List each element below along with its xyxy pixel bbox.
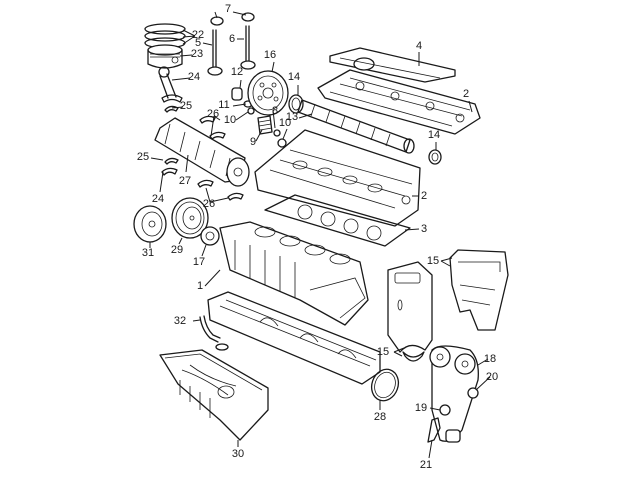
callout-number[interactable]: 10 (224, 114, 236, 126)
leader-lines (149, 11, 491, 459)
callout-number[interactable]: 24 (152, 193, 164, 205)
callout-number[interactable]: 11 (218, 99, 229, 111)
camshaft-housing-part (317, 69, 481, 135)
callout-number[interactable]: 6 (229, 33, 235, 45)
crank-timing-pulley-part (445, 429, 461, 443)
main-bearing-part (209, 131, 226, 140)
callout-number[interactable]: 2 (421, 190, 427, 202)
timing-cover-rear-part (449, 249, 509, 331)
callout-number[interactable]: 3 (421, 223, 427, 235)
bearing-shell-part (164, 105, 179, 113)
valve-part (240, 25, 256, 70)
main-bearing-part (197, 179, 214, 188)
timing-cover-part (387, 261, 433, 353)
bearing-shell-part (164, 157, 179, 165)
callout-number[interactable]: 12 (231, 66, 243, 78)
cam-sprocket-part (247, 70, 289, 116)
callout-number[interactable]: 20 (486, 371, 498, 383)
crank-pulley-part (171, 197, 209, 239)
cam-seal-part (428, 149, 442, 165)
piston-part (147, 44, 183, 69)
callout-number[interactable]: 1 (197, 280, 203, 292)
callout-number[interactable]: 19 (415, 402, 427, 414)
connecting-rod-part (158, 66, 183, 103)
tensioner-pulley-part (467, 387, 479, 399)
callout-number[interactable]: 14 (288, 71, 300, 83)
callout-number[interactable]: 26 (207, 108, 219, 120)
oil-pan-part (159, 349, 269, 447)
callout-number[interactable]: 21 (420, 459, 432, 471)
callout-number[interactable]: 8 (272, 105, 278, 117)
valve-keeper-part (241, 12, 255, 22)
engine-block-part (219, 221, 369, 326)
half-moon-seal-part (402, 351, 425, 362)
callout-number[interactable]: 25 (137, 151, 149, 163)
callout-number[interactable]: 26 (203, 198, 215, 210)
cylinder-head-part (254, 129, 421, 227)
cover-plate-part (329, 47, 456, 83)
oil-pump-part (133, 205, 167, 243)
valve-keeper-part (210, 16, 224, 26)
callout-number[interactable]: 30 (232, 448, 244, 460)
callout-number[interactable]: 25 (180, 100, 192, 112)
callout-number[interactable]: 29 (171, 244, 183, 256)
callout-number[interactable]: 28 (374, 411, 386, 423)
crank-sprocket-part (200, 226, 220, 246)
crankshaft-part (154, 117, 250, 187)
camshaft-part (297, 99, 415, 154)
callout-number[interactable]: 17 (193, 256, 205, 268)
callout-number[interactable]: 22 (192, 29, 204, 41)
idler-pulley-part (439, 404, 451, 416)
callout-number[interactable]: 27 (179, 175, 191, 187)
callout-number[interactable]: 15 (427, 255, 439, 267)
callout-number[interactable]: 7 (225, 3, 231, 15)
callout-number[interactable]: 13 (286, 111, 298, 123)
callout-number[interactable]: 32 (174, 315, 186, 327)
tensioner-bracket-part (427, 417, 441, 443)
callout-number[interactable]: 9 (250, 136, 256, 148)
valve-part (207, 29, 223, 76)
callout-number[interactable]: 2 (463, 88, 469, 100)
callout-number[interactable]: 18 (484, 353, 496, 365)
callout-number[interactable]: 31 (142, 247, 154, 259)
callout-number[interactable]: 14 (428, 129, 440, 141)
head-gasket-part (264, 194, 411, 247)
oil-pickup-part (199, 315, 229, 351)
main-bearing-part (227, 192, 244, 201)
callout-number[interactable]: 10 (279, 117, 291, 129)
callout-number[interactable]: 16 (264, 49, 276, 61)
callout-number[interactable]: 5 (195, 37, 201, 49)
callout-number[interactable]: 23 (191, 48, 203, 60)
callout-number[interactable]: 24 (188, 71, 200, 83)
callout-number[interactable]: 15 (377, 346, 389, 358)
callout-number[interactable]: 4 (416, 40, 422, 52)
bearing-shell-part (161, 167, 178, 176)
